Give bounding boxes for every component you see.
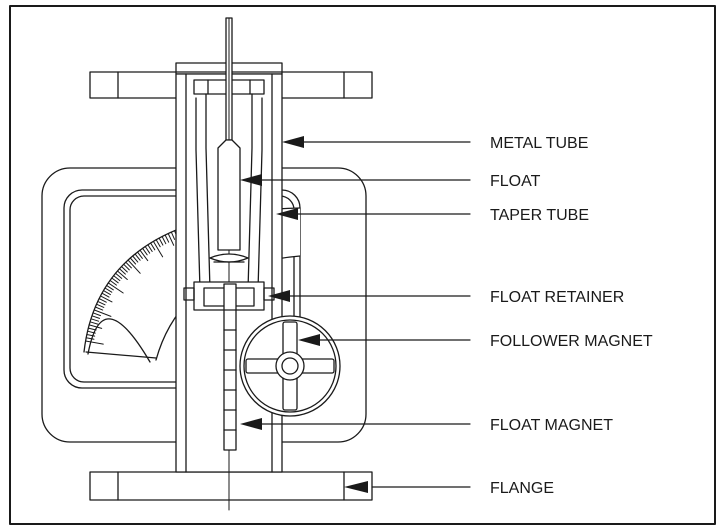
dial-tick xyxy=(104,287,113,293)
label-float-retainer: FLOAT RETAINER xyxy=(490,289,624,306)
dial-tick xyxy=(100,295,113,303)
arrow-flange xyxy=(344,481,368,493)
dial-tick xyxy=(117,270,128,280)
dial-tick xyxy=(94,306,104,311)
bottom-flange xyxy=(89,471,373,501)
taper-tube xyxy=(195,93,263,291)
dial-tick xyxy=(152,240,164,258)
dial-tick xyxy=(103,290,111,296)
dial-tick xyxy=(111,277,119,284)
dial-tick xyxy=(85,337,95,340)
dial-tick xyxy=(101,292,110,298)
dial-tick xyxy=(89,321,99,325)
arrow-float-magnet xyxy=(240,418,262,430)
label-float: FLOAT xyxy=(490,173,541,190)
arrow-taper-tube xyxy=(276,208,298,220)
float xyxy=(209,139,249,263)
arrow-metal-tube xyxy=(282,136,304,148)
dial-tick xyxy=(87,327,97,331)
dial-tick xyxy=(170,231,176,240)
dial-tick xyxy=(167,233,175,246)
dial-tick xyxy=(97,300,106,306)
dial-tick xyxy=(150,242,156,251)
arrowheads xyxy=(240,136,368,493)
dial-tick xyxy=(98,298,107,303)
dial-tick xyxy=(137,251,143,259)
follower-magnet xyxy=(239,315,341,417)
dial-tick xyxy=(129,257,137,265)
arrow-follower-magnet xyxy=(298,334,320,346)
dial-tick xyxy=(125,261,132,269)
label-flange: FLANGE xyxy=(490,480,554,497)
dial-tick xyxy=(132,255,139,263)
dial-tick xyxy=(119,268,126,275)
dial-tick xyxy=(164,234,170,243)
dial-tick xyxy=(91,315,100,319)
dial-tick xyxy=(155,239,161,248)
dial-tick xyxy=(90,318,100,322)
dial-tick xyxy=(96,303,105,308)
dial-tick xyxy=(88,324,103,329)
dial-tick xyxy=(107,282,124,294)
dial-tick xyxy=(106,284,114,291)
dial-tick xyxy=(87,330,96,334)
dial-tick xyxy=(161,236,167,245)
label-metal-tube: METAL TUBE xyxy=(490,135,588,152)
dial-tick xyxy=(115,272,123,279)
dial-tick xyxy=(158,237,164,246)
figure-frame xyxy=(9,5,716,525)
dial-tick xyxy=(92,312,101,317)
dial-tick xyxy=(147,244,153,252)
leader-lines xyxy=(257,141,471,488)
dial-tick xyxy=(85,340,104,345)
dial-tick xyxy=(121,266,128,273)
float-magnet xyxy=(223,283,237,451)
dial-tick xyxy=(113,275,121,282)
dial-tick xyxy=(86,334,96,337)
arrow-float-retainer xyxy=(268,290,290,302)
dial-tick xyxy=(127,259,141,274)
arrow-float xyxy=(240,174,262,186)
label-taper-tube: TAPER TUBE xyxy=(490,207,589,224)
label-float-magnet: FLOAT MAGNET xyxy=(490,417,613,434)
dial-tick xyxy=(144,246,151,254)
dial-tick xyxy=(123,263,130,271)
label-follower-magnet: FOLLOWER MAGNET xyxy=(490,333,653,350)
dial-tick xyxy=(109,279,117,286)
dial-tick xyxy=(142,247,148,256)
dial-tick xyxy=(93,309,112,317)
dial-tick xyxy=(139,249,149,262)
dial-tick xyxy=(134,253,141,261)
